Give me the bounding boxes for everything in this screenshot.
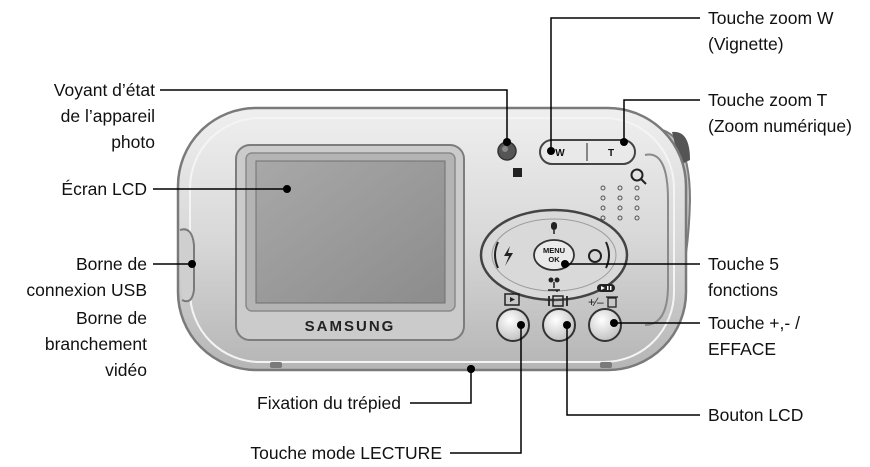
menu-label: MENU bbox=[543, 246, 565, 255]
leader-lines bbox=[153, 17, 700, 454]
lcd-toggle-icon bbox=[548, 290, 568, 307]
macro-icon bbox=[548, 277, 560, 291]
play-icon bbox=[504, 293, 520, 306]
speaker-grille bbox=[600, 185, 640, 221]
right-arc-icon bbox=[605, 241, 610, 269]
label-zoom-w: Touche zoom W (Vignette) bbox=[708, 8, 834, 54]
label-lcd-screen: Écran LCD bbox=[61, 179, 147, 199]
thumbnail-icon bbox=[513, 168, 522, 177]
zoom-magnifier-icon bbox=[630, 168, 644, 182]
terminal-door bbox=[179, 228, 195, 303]
play-pause-icon bbox=[597, 284, 615, 292]
trash-icon bbox=[606, 296, 618, 308]
self-timer-icon bbox=[588, 249, 602, 263]
foot-left bbox=[270, 362, 282, 368]
microphone-icon bbox=[551, 222, 557, 234]
status-lamp-glint bbox=[502, 146, 508, 152]
lcd-screen bbox=[255, 160, 446, 304]
label-plus-minus-delete: Touche +,- / EFFACE bbox=[708, 313, 800, 359]
zoom-t-key: T bbox=[608, 148, 614, 159]
flash-icon bbox=[504, 246, 513, 266]
plus-minus-icon: +∕– bbox=[588, 295, 604, 309]
foot-right bbox=[600, 362, 612, 368]
label-zoom-t: Touche zoom T (Zoom numérique) bbox=[708, 90, 852, 136]
label-five-function: Touche 5 fonctions bbox=[708, 254, 780, 300]
left-arc-icon bbox=[494, 241, 499, 269]
label-usb-terminal: Borne de connexion USB bbox=[26, 254, 147, 300]
label-video-terminal: Borne de branchement vidéo bbox=[44, 308, 147, 380]
label-status-lamp: Voyant d’état de l’appareil photo bbox=[53, 80, 155, 152]
label-lcd-button: Bouton LCD bbox=[708, 405, 804, 425]
zoom-magnifier-handle bbox=[640, 178, 647, 185]
zoom-w-key: W bbox=[555, 148, 565, 159]
five-function-pad-inner bbox=[491, 218, 617, 292]
grip-panel bbox=[644, 153, 669, 326]
ok-label: OK bbox=[548, 255, 560, 264]
label-play-mode: Touche mode LECTURE bbox=[250, 443, 442, 463]
leader-dots bbox=[188, 138, 628, 373]
brand-logo: SAMSUNG bbox=[305, 318, 396, 335]
label-tripod: Fixation du trépied bbox=[257, 393, 401, 413]
strap-eyelet bbox=[672, 131, 690, 165]
plus-minus-delete-button bbox=[588, 308, 622, 342]
